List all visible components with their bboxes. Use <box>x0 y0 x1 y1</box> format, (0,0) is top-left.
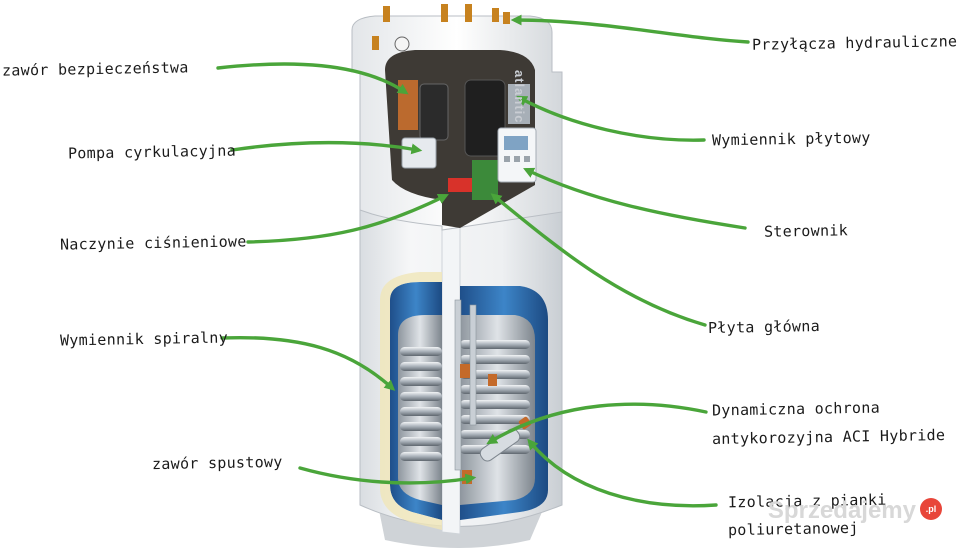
arrow-pressure-vessel <box>246 194 449 244</box>
foam-layer <box>380 272 442 530</box>
label-drain-valve: zawór spustowy <box>151 452 283 474</box>
arrow-insulation <box>527 438 718 508</box>
pump-body <box>419 83 449 141</box>
label-spiral-exchanger: Wymiennik spiralny <box>59 328 229 350</box>
copper-fitting <box>488 374 497 386</box>
label-anticorrosion-line1: Dynamiczna ochrona <box>711 398 881 420</box>
label-main-board: Płyta główna <box>707 317 821 337</box>
heat-pump-unit <box>351 4 563 548</box>
label-pressure-vessel: Naczynie ciśnieniowe <box>59 232 247 254</box>
red-component <box>448 178 474 192</box>
watermark-text: Sprzedajemy <box>767 497 916 524</box>
controller-button <box>504 156 510 162</box>
label-plate-exchanger: Wymiennik płytowy <box>711 128 871 150</box>
arrow-controller <box>523 167 747 230</box>
arrow-circulation-pump <box>230 140 423 155</box>
controller-display <box>504 136 528 150</box>
label-safety-valve: zawór bezpieczeństwa <box>1 58 189 80</box>
controller-button <box>514 156 520 162</box>
arrow-main-board <box>490 193 707 327</box>
label-circulation-pump: Pompa cyrkulacyjna <box>67 141 237 163</box>
arrow-drain-valve <box>298 466 477 485</box>
arrow-spiral-exchanger <box>220 335 396 391</box>
copper-fitting <box>460 364 470 378</box>
inlet-pipe <box>454 299 462 471</box>
label-controller: Sterownik <box>763 221 849 241</box>
hydraulic-connectors <box>372 4 510 50</box>
device-brand-logo: atlantic <box>512 70 527 124</box>
watermark-badge: .pl <box>920 498 942 520</box>
controller-button <box>524 156 530 162</box>
label-hydraulic-connections: Przyłącza hydrauliczne <box>751 32 958 54</box>
pump-motor <box>401 137 437 169</box>
expansion-vessel <box>464 79 506 157</box>
arrow-anticorrosion <box>486 402 708 445</box>
outlet-pipe <box>469 304 477 426</box>
pressure-gauge <box>394 36 410 52</box>
callout-arrows <box>216 14 750 508</box>
arrow-plate-exchanger <box>516 95 706 142</box>
arrow-hydraulic-connections <box>510 14 750 44</box>
main-board-block <box>472 160 498 200</box>
arrow-safety-valve <box>216 62 409 95</box>
